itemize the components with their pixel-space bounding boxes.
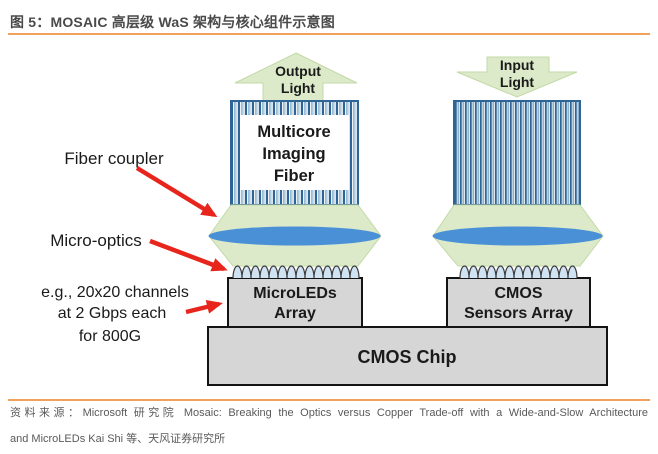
figure-caption: 图 5：MOSAIC 高层级 WaS 架构与核心组件示意图: [10, 14, 335, 30]
cmos-chip-box: [207, 326, 608, 386]
left-coupling-lens: [208, 226, 381, 246]
microleds-label-line1: MicroLEDs: [253, 285, 337, 302]
source-line-1: 资料来源：Microsoft 研究院 Mosaic: Breaking the …: [10, 407, 648, 419]
left-microlens-array: [232, 265, 360, 279]
fiber-coupler-label: Fiber coupler: [64, 149, 164, 168]
multicore-fiber-label-panel: [240, 115, 349, 190]
mosaic-architecture-diagram: Output Light Input Light Multicore Imagi…: [41, 52, 608, 386]
channels-note-line1: e.g., 20x20 channels: [41, 284, 189, 301]
microleds-array-box: [227, 277, 363, 328]
input-light-arrow: [456, 56, 578, 98]
multicore-fiber-label-line3: Fiber: [274, 167, 315, 185]
multicore-fiber-label-line1: Multicore: [257, 123, 330, 141]
right-coupling-lens: [432, 226, 603, 246]
cmos-sensors-label-line2: Sensors Array: [464, 305, 573, 322]
input-fiber-bundle: [453, 100, 581, 206]
cmos-sensors-array-box: [446, 277, 591, 328]
footer-divider: [8, 399, 650, 401]
cmos-chip-label: CMOS Chip: [358, 347, 457, 367]
output-light-label-line1: Output: [275, 63, 321, 79]
micro-optics-label: Micro-optics: [50, 231, 142, 250]
channels-note-line3: for 800G: [79, 328, 141, 345]
right-microlens-array: [459, 265, 578, 279]
channels-note-arrow: [185, 300, 223, 315]
fiber-coupler-arrow: [135, 166, 218, 218]
microleds-label-line2: Array: [274, 305, 316, 322]
input-light-label-line1: Input: [500, 57, 535, 73]
cmos-sensors-label-line1: CMOS: [495, 285, 543, 302]
output-light-label-line2: Light: [281, 80, 316, 96]
caption-underline: [8, 33, 650, 35]
micro-optics-arrow: [149, 238, 228, 272]
channels-note-line2: at 2 Gbps each: [58, 305, 167, 322]
input-light-label-line2: Light: [500, 74, 535, 90]
multicore-fiber-label-line2: Imaging: [262, 145, 325, 163]
source-line-2: and MicroLEDs Kai Shi 等、天风证券研究所: [10, 433, 226, 445]
